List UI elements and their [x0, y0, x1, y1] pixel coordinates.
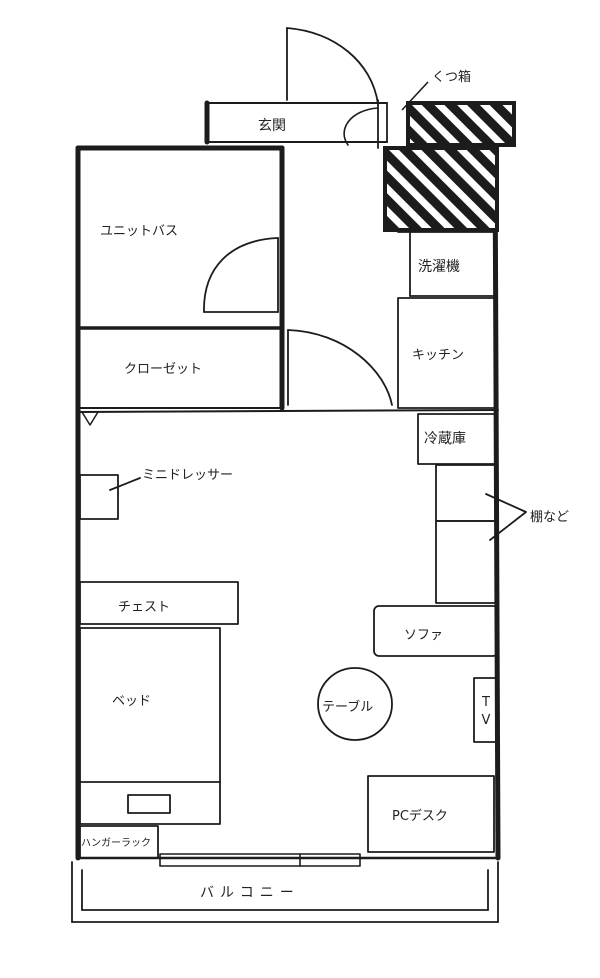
hall-door	[287, 329, 393, 406]
pc-desk-label: PCデスク	[392, 809, 448, 824]
pc-desk-outline	[367, 775, 495, 853]
entrance-door	[286, 27, 379, 149]
bath-door	[203, 237, 279, 313]
table-outline	[317, 667, 393, 741]
kitchen-label: キッチン	[412, 348, 465, 363]
sofa-outline	[373, 605, 499, 657]
chest-outline	[79, 581, 239, 625]
hanger-rack-label: ハンガーラック	[81, 838, 151, 849]
table-label: テーブル	[322, 700, 374, 715]
unit-bath-label: ユニットバス	[100, 224, 179, 239]
bed-outline	[79, 627, 221, 825]
entrance-area	[204, 100, 388, 146]
washing-machine-label: 洗濯機	[418, 259, 460, 275]
entrance-label: 玄関	[258, 118, 286, 134]
chest-label: チェスト	[118, 600, 171, 615]
bed-label: ベッド	[112, 694, 152, 709]
balcony-outline	[71, 861, 499, 923]
interior-walls	[76, 326, 499, 426]
closet-label: クローゼット	[124, 362, 203, 377]
shoe-box-pointer	[401, 81, 429, 111]
shoe-box-label: くつ箱	[432, 70, 472, 85]
mini-dresser-label: ミニドレッサー	[142, 468, 234, 483]
shelves-label: 棚など	[530, 510, 570, 525]
balcony-window	[76, 853, 500, 867]
outer-walls	[75, 145, 501, 861]
fridge-label: 冷蔵庫	[424, 431, 466, 447]
balcony-label: バルコニー	[200, 885, 300, 901]
dresser-outline	[79, 474, 141, 520]
sofa-label: ソファ	[404, 628, 444, 643]
shelves-outline	[435, 464, 527, 604]
shoe-box-hatch	[383, 101, 516, 232]
fridge-outline	[417, 413, 497, 465]
tv-label: TV	[481, 695, 491, 728]
tv-outline	[473, 677, 499, 743]
